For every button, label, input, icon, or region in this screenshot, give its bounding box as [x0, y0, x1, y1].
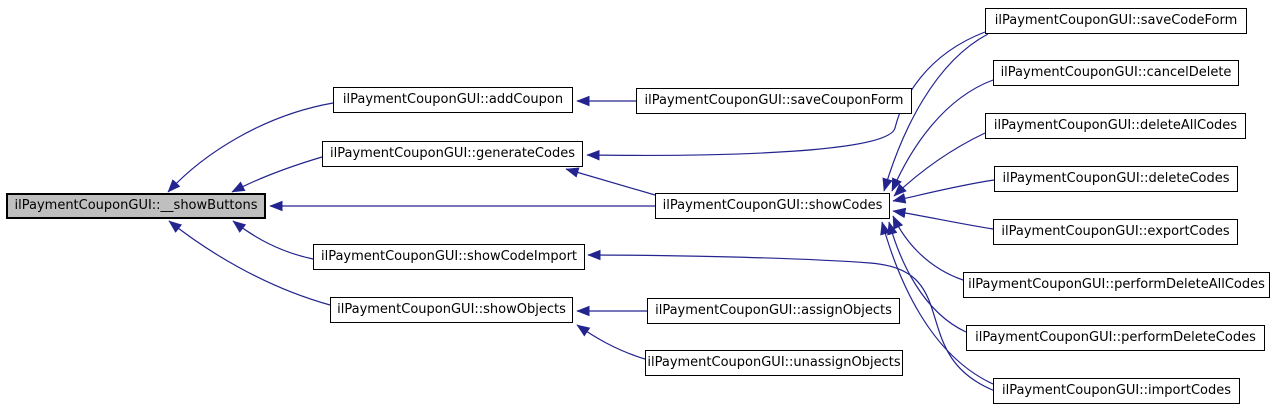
node-addCoupon[interactable]: ilPaymentCouponGUI::addCoupon: [333, 87, 573, 113]
edge-cancelDelete-to-showCodes: [891, 79, 994, 192]
edge-importCodes-to-showCodeImport: [587, 249, 996, 392]
edge-deleteAllCodes-to-showCodes: [893, 132, 986, 197]
edge-performDeleteAllCodes-to-showCodes: [892, 215, 964, 281]
edge-importCodes-to-showCodes: [880, 221, 994, 385]
node-cancelDelete[interactable]: ilPaymentCouponGUI::cancelDelete: [993, 60, 1239, 86]
node-saveCodeForm[interactable]: ilPaymentCouponGUI::saveCodeForm: [985, 8, 1247, 34]
node-saveCouponForm[interactable]: ilPaymentCouponGUI::saveCouponForm: [636, 88, 912, 114]
node-exportCodes[interactable]: ilPaymentCouponGUI::exportCodes: [993, 219, 1238, 245]
node-assignObjects[interactable]: ilPaymentCouponGUI::assignObjects: [647, 298, 900, 324]
edge-performDeleteCodes-to-showCodes: [887, 221, 967, 333]
edge-unassignObjects-to-showObjects: [576, 324, 646, 360]
node-importCodes[interactable]: ilPaymentCouponGUI::importCodes: [993, 378, 1240, 404]
node-performDeleteAllCodes[interactable]: ilPaymentCouponGUI::performDeleteAllCode…: [963, 272, 1270, 298]
edge-exportCodes-to-showCodes: [892, 207, 994, 230]
node-deleteAllCodes[interactable]: ilPaymentCouponGUI::deleteAllCodes: [985, 113, 1246, 139]
node-showCodes[interactable]: ilPaymentCouponGUI::showCodes: [655, 193, 890, 219]
node-deleteCodes[interactable]: ilPaymentCouponGUI::deleteCodes: [994, 166, 1238, 192]
edge-showCodes-to-generateCodes: [565, 167, 656, 196]
node-showObjects[interactable]: ilPaymentCouponGUI::showObjects: [330, 297, 573, 323]
edge-addCoupon-to-showButtons: [167, 102, 334, 193]
node-unassignObjects[interactable]: ilPaymentCouponGUI::unassignObjects: [645, 350, 903, 376]
edge-saveCodeForm-to-generateCodes: [586, 31, 986, 161]
node-performDeleteCodes[interactable]: ilPaymentCouponGUI::performDeleteCodes: [966, 325, 1265, 351]
edge-saveCodeForm-to-showCodes: [882, 33, 989, 192]
edge-generateCodes-to-showButtons: [231, 156, 323, 193]
node-generateCodes[interactable]: ilPaymentCouponGUI::generateCodes: [322, 141, 583, 167]
node-__showButtons: ilPaymentCouponGUI::__showButtons: [6, 193, 266, 219]
edge-deleteCodes-to-showCodes: [892, 179, 995, 204]
node-showCodeImport[interactable]: ilPaymentCouponGUI::showCodeImport: [313, 244, 585, 270]
edge-showObjects-to-showButtons: [168, 220, 331, 306]
edge-showCodeImport-to-showButtons: [232, 220, 314, 260]
